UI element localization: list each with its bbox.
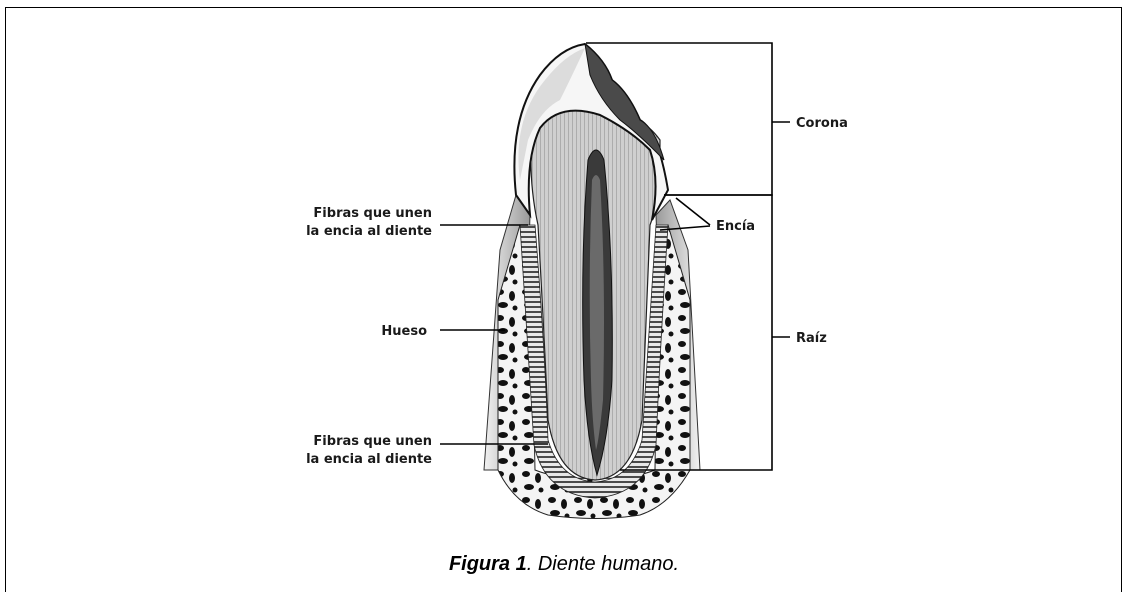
- label-fibras-top-1: Fibras que unen: [313, 206, 432, 221]
- label-raiz: Raíz: [796, 331, 827, 346]
- label-hueso: Hueso: [381, 324, 427, 339]
- figure-number: Figura 1: [449, 553, 527, 575]
- encia-pointer-upper: [676, 198, 710, 225]
- figure-caption: Figura 1. Diente humano.: [0, 553, 1128, 576]
- label-fibras-top-2: la encia al diente: [306, 224, 432, 239]
- label-encia: Encía: [716, 219, 755, 234]
- label-fibras-bottom-1: Fibras que unen: [313, 434, 432, 449]
- label-corona: Corona: [796, 116, 848, 131]
- label-fibras-bottom-2: la encia al diente: [306, 452, 432, 467]
- caption-text: . Diente humano.: [527, 553, 679, 575]
